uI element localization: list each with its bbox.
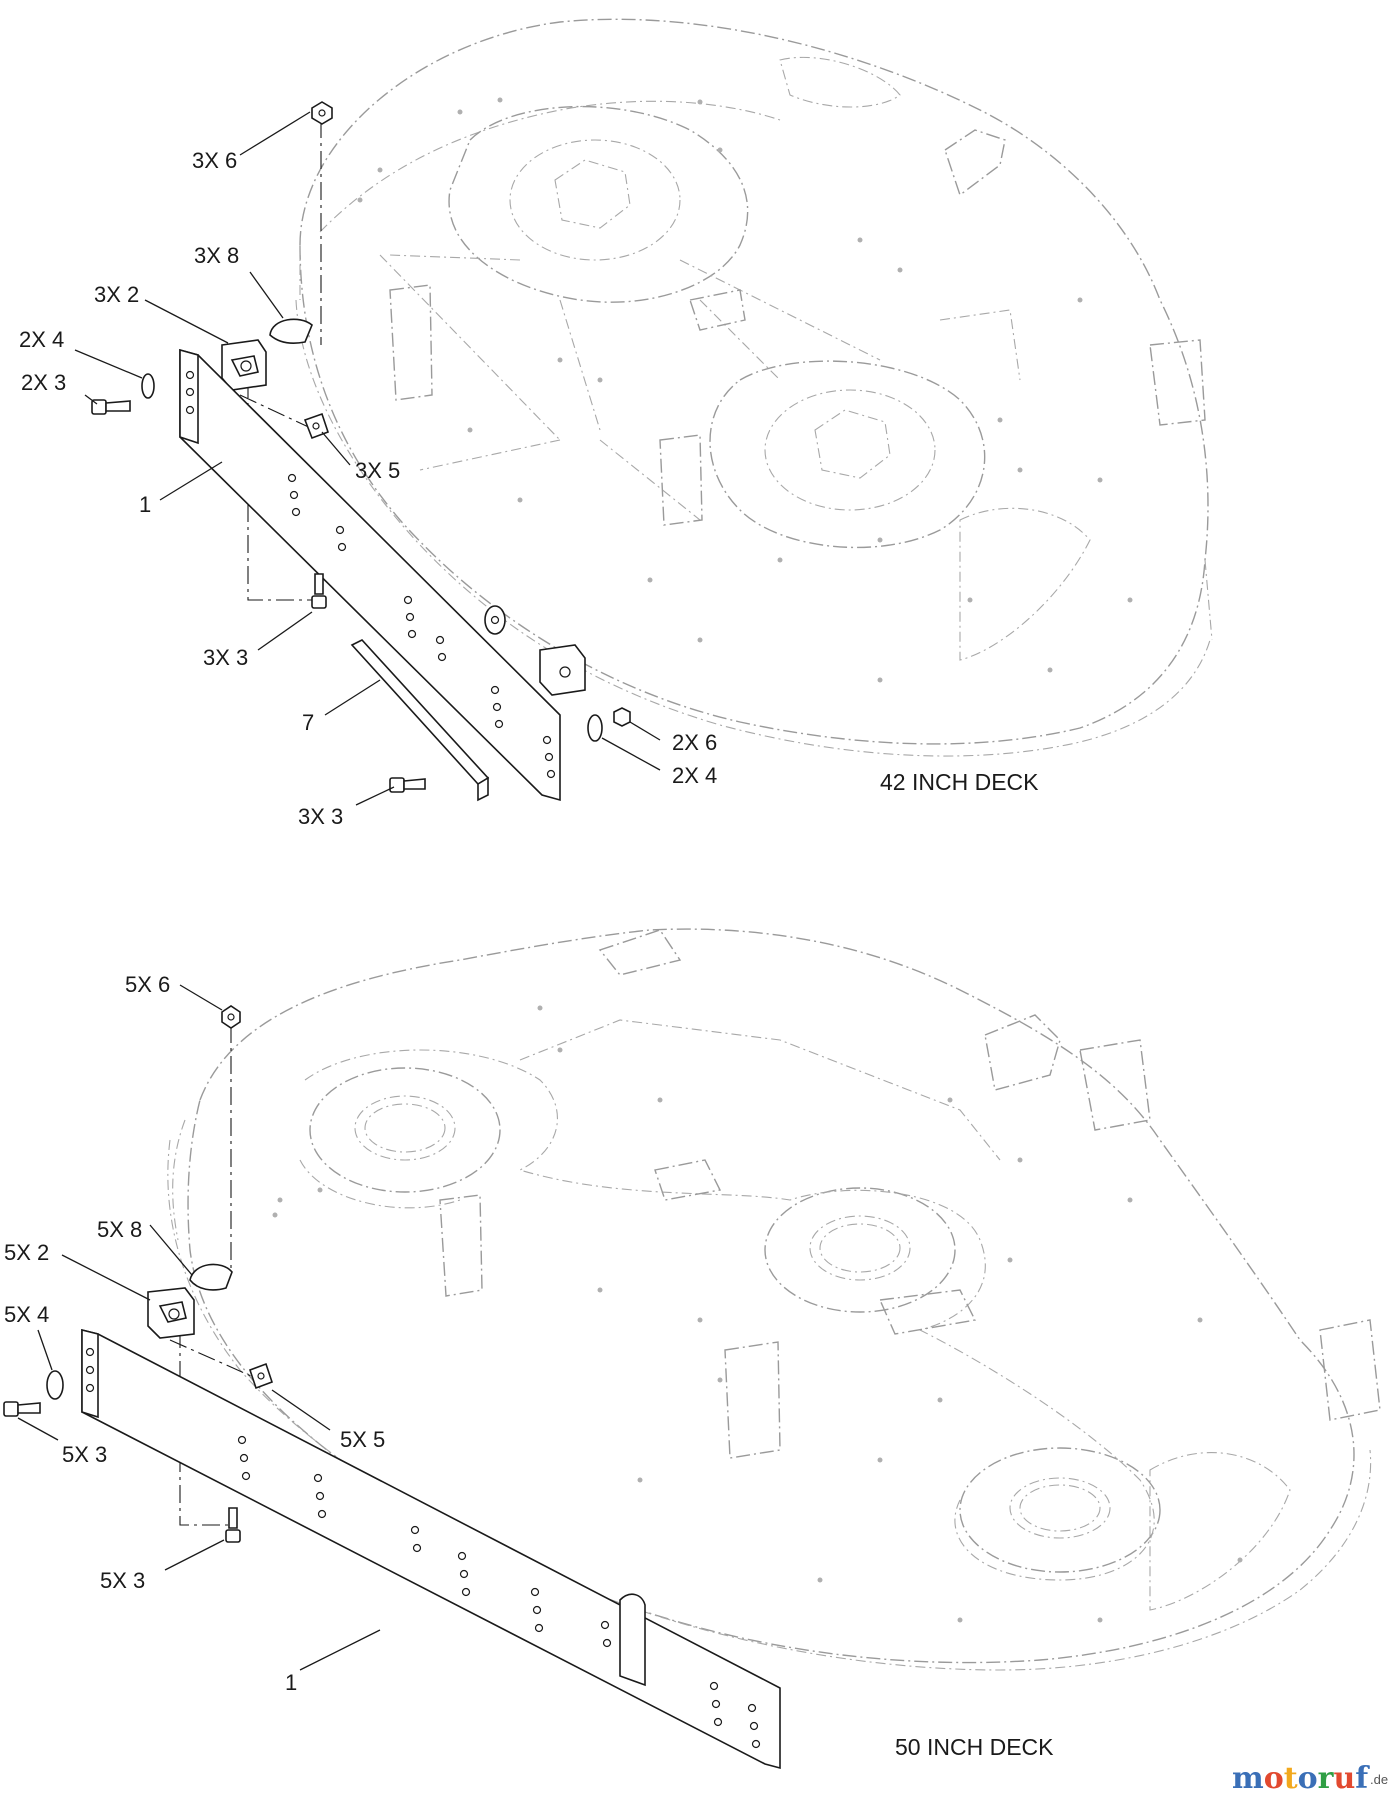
deck-42-skirt <box>295 299 1211 757</box>
front-bar-50 <box>81 1328 781 1770</box>
washer-2x4-left <box>141 373 155 399</box>
bolt-5x3-left <box>3 1401 41 1417</box>
deck-42-illustration <box>295 18 1213 757</box>
deck-42-parts <box>91 101 631 802</box>
nut-3x6 <box>311 101 333 125</box>
callout-42-3x3-lower: 3X 3 <box>298 804 343 829</box>
callout-42-part-1: 1 <box>139 492 151 517</box>
callout-50-5x8: 5X 8 <box>97 1217 142 1242</box>
nut-5x6 <box>221 1005 241 1029</box>
nut-2x6 <box>613 707 631 727</box>
callout-42-2x6: 2X 6 <box>672 730 717 755</box>
deck-50-callouts: 5X 6 5X 8 5X 2 5X 4 5X 3 5X 5 5X 3 1 50 … <box>4 972 1054 1760</box>
callout-50-5x2: 5X 2 <box>4 1240 49 1265</box>
roller-bracket-3x2 <box>221 339 267 391</box>
deck-42-callouts: 3X 6 3X 8 3X 2 2X 4 2X 3 3X 5 1 3X 3 7 2… <box>19 148 1039 829</box>
deck-42-washer-on-deck <box>484 605 506 635</box>
roller-bracket-right <box>539 644 586 696</box>
callout-42-part-7: 7 <box>302 710 314 735</box>
deck-50-leaders <box>17 984 381 1671</box>
callout-50-5x3-left: 5X 3 <box>62 1442 107 1467</box>
callout-50-part-1: 1 <box>285 1670 297 1695</box>
callout-42-3x3-upper: 3X 3 <box>203 645 248 670</box>
callout-50-5x6: 5X 6 <box>125 972 170 997</box>
callout-42-3x5: 3X 5 <box>355 458 400 483</box>
caption-50-inch-deck: 50 INCH DECK <box>895 1734 1054 1760</box>
washer-2x4-right <box>587 714 603 742</box>
bolt-3x3-lower <box>389 777 426 793</box>
bolt-3x3-upper <box>311 573 327 609</box>
callout-50-5x5: 5X 5 <box>340 1427 385 1452</box>
washer-5x4 <box>46 1370 64 1400</box>
deck-42-right-spindle-plate <box>709 360 986 549</box>
watermark-logo: motoruf .de <box>1232 1761 1388 1796</box>
deck-50-skirt <box>167 1139 1372 1671</box>
watermark-letters: motoruf <box>1232 1761 1370 1796</box>
deck-42-leaders <box>74 111 661 806</box>
bumper-5x8 <box>189 1263 233 1291</box>
clip-nut-5x5 <box>248 1362 274 1390</box>
roller-bracket-5x2 <box>147 1287 195 1339</box>
callout-42-2x3: 2X 3 <box>21 370 66 395</box>
deck-42-outline <box>299 18 1209 745</box>
callout-42-3x6: 3X 6 <box>192 148 237 173</box>
front-bar-42 <box>179 348 561 802</box>
deck-50-illustration <box>167 928 1381 1671</box>
caption-42-inch-deck: 42 INCH DECK <box>880 769 1039 795</box>
callout-42-2x4-right: 2X 4 <box>672 763 717 788</box>
bolt-5x3-mid <box>225 1507 241 1543</box>
watermark-suffix: .de <box>1370 1772 1388 1787</box>
callout-50-5x3-mid: 5X 3 <box>100 1568 145 1593</box>
callout-42-3x2: 3X 2 <box>94 282 139 307</box>
deck-50-parts <box>3 1005 781 1770</box>
deck-42-left-spindle-plate <box>448 105 749 303</box>
callout-50-5x4: 5X 4 <box>4 1302 49 1327</box>
callout-42-2x4-left: 2X 4 <box>19 327 64 352</box>
shield-7 <box>350 639 490 802</box>
bumper-3x8 <box>269 318 313 344</box>
callout-42-3x8: 3X 8 <box>194 243 239 268</box>
bolt-2x3-left <box>91 399 131 415</box>
